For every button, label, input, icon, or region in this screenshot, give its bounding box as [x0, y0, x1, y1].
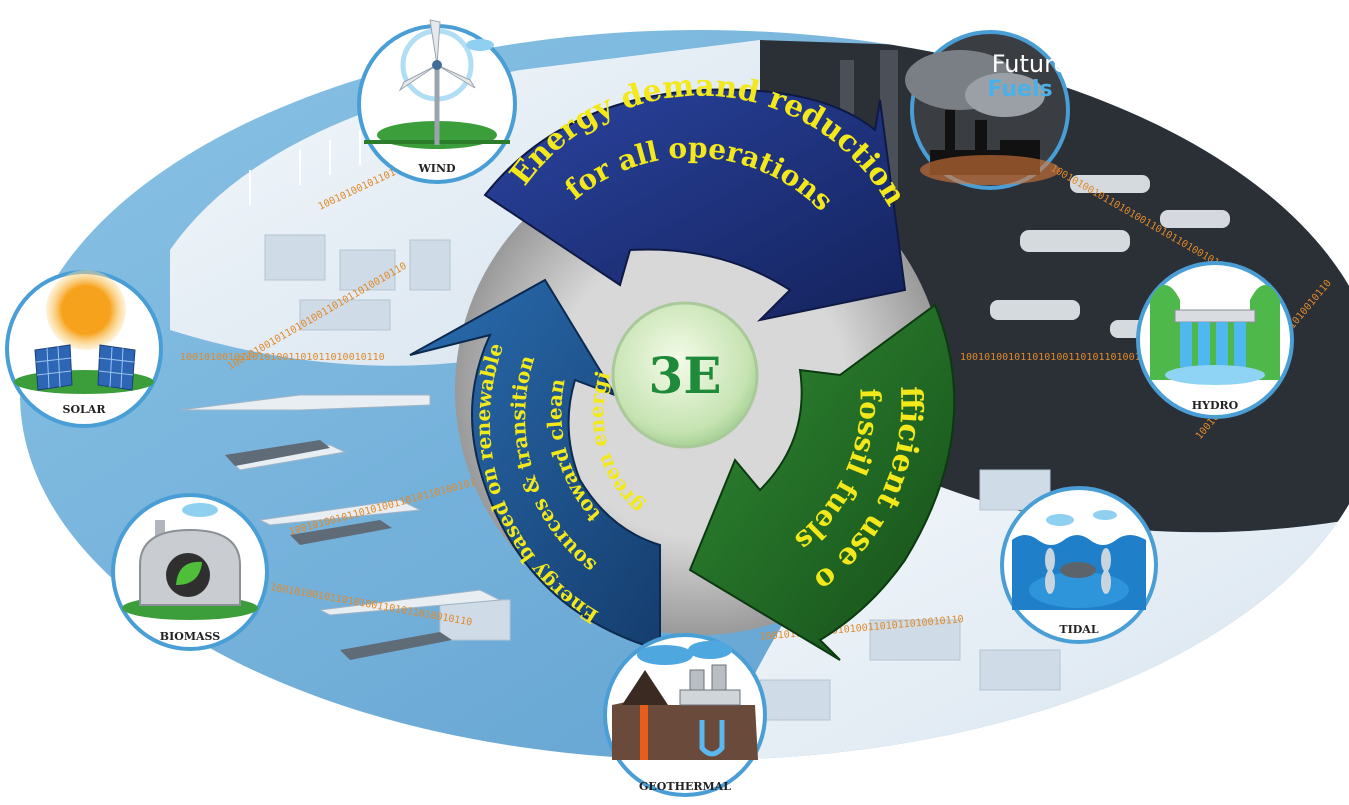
tidal-node: TIDAL	[1000, 486, 1158, 644]
tidal-turbine-icon	[1045, 548, 1111, 594]
wind-label: WIND	[417, 162, 456, 175]
dam-icon	[1174, 309, 1256, 323]
biomass-label: BIOMASS	[160, 630, 220, 643]
tidal-label: TIDAL	[1059, 623, 1098, 636]
leaf-icon	[176, 561, 202, 585]
solar-label: SOLAR	[63, 403, 107, 416]
binary-line: 1001010010110101001101011010010110	[960, 352, 1165, 363]
solar-node: SOLAR	[5, 270, 163, 428]
center-label: 3E	[649, 346, 722, 405]
geothermal-label: GEOTHERMAL	[639, 780, 731, 793]
biomass-node: BIOMASS	[111, 493, 269, 651]
geothermal-plant-icon	[679, 664, 741, 706]
heat-pipe-icon	[699, 720, 725, 757]
hydro-node: HYDRO	[1136, 261, 1294, 419]
wind-node: WIND	[357, 19, 517, 184]
hydro-label: HYDRO	[1192, 399, 1239, 412]
binary-line: 1001010010110101001101011010010110	[180, 352, 385, 363]
future-fuels-subtitle: Fuels	[987, 77, 1052, 102]
future-fuels-title: Future	[992, 50, 1068, 78]
solar-panel-icon	[34, 344, 136, 391]
future-fuels-node: Future Fuels	[905, 30, 1070, 190]
geothermal-node: GEOTHERMAL	[603, 633, 767, 797]
volcano-icon	[622, 670, 668, 705]
center-3e-badge: 3E	[611, 301, 759, 449]
